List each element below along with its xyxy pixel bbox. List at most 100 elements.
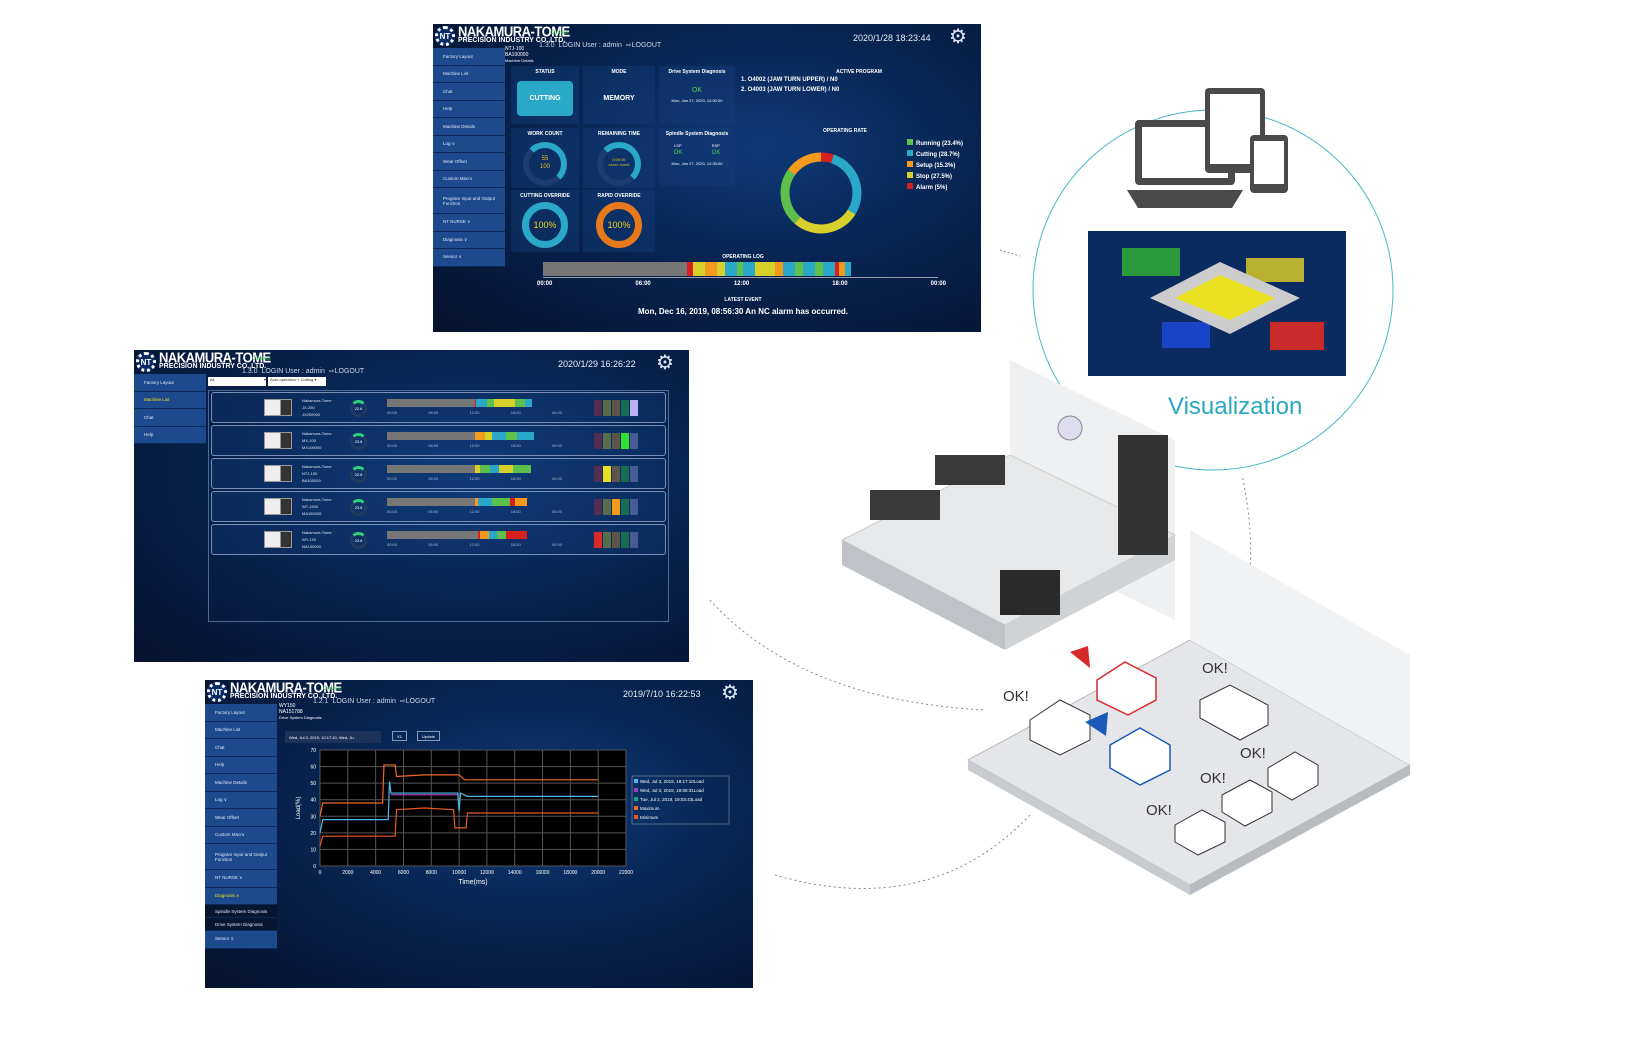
machine-model: WY-150: [302, 537, 317, 542]
status-label: STATUS: [535, 69, 555, 75]
lsp-label: LSP: [674, 143, 682, 148]
timeline-tick: 00:00: [387, 509, 398, 514]
sidebar-item[interactable]: Program Input and Output Function: [205, 844, 277, 870]
filter-select[interactable]: All▾: [208, 377, 266, 386]
gear-icon[interactable]: ⚙: [721, 682, 739, 704]
sidebar-item[interactable]: Wear Offset: [433, 153, 505, 171]
ok-label: OK!: [1240, 745, 1266, 762]
sidebar-item[interactable]: NT NURSE ∨: [433, 214, 505, 232]
sidebar-item[interactable]: Help: [205, 757, 277, 774]
version: 1.2.1: [313, 698, 329, 705]
sidebar-item[interactable]: Help: [134, 427, 206, 444]
machine-alarm: [1096, 661, 1157, 716]
sidebar-item[interactable]: Machine Details: [433, 118, 505, 136]
gear-icon[interactable]: ⚙: [949, 26, 967, 48]
legend-item: Alarm (5%): [907, 183, 963, 194]
sidebar-item[interactable]: Chat: [134, 409, 206, 427]
sidebar-item[interactable]: Help: [433, 101, 505, 118]
sidebar-item[interactable]: Diagnosis ∧: [205, 888, 277, 905]
log-tick: 00:00: [537, 281, 553, 287]
sidebar-item[interactable]: Log ∨: [433, 136, 505, 153]
machine-maker: Nakamura-Tome: [302, 398, 332, 403]
sidebar-item[interactable]: Drive System Diagnosis: [205, 918, 277, 931]
rsp-value: OK: [711, 150, 721, 156]
legend-label: Wed, Jul 3, 2019, 18:17:10Load: [640, 779, 704, 784]
sidebar-item[interactable]: Spindle System Diagnosis: [205, 905, 277, 918]
sidebar-item[interactable]: Machine List: [205, 722, 277, 739]
y-tick: 10: [310, 847, 316, 853]
log-segment: [543, 262, 687, 276]
axis-select[interactable]: X1: [392, 731, 407, 741]
status-filter-select[interactable]: Auto operation + Cutting ▾: [268, 377, 326, 386]
sidebar-item[interactable]: Chat: [433, 83, 505, 101]
version: 1.3.0: [539, 42, 555, 49]
sidebar-item[interactable]: Sensor ∨: [205, 931, 277, 949]
sidebar-item[interactable]: Machine List: [433, 66, 505, 83]
sidebar-item[interactable]: Sensor ∨: [433, 249, 505, 267]
logout-link[interactable]: ⇨LOGOUT: [399, 698, 436, 705]
log-segment: [705, 262, 717, 276]
sidebar-item[interactable]: Machine List: [134, 392, 206, 409]
legend-label: Setup (15.3%): [916, 163, 956, 169]
sidebar-item[interactable]: Program Input and Output Function: [433, 188, 505, 214]
signal-tower: [594, 433, 638, 449]
x-tick: 6000: [398, 870, 409, 876]
x-tick: 10000: [452, 870, 466, 876]
active-program-label: ACTIVE PROGRAM: [836, 69, 882, 75]
timeline-tick: 06:00: [428, 410, 439, 415]
work-count-gauge: [523, 142, 567, 186]
timeline-segment: [478, 531, 480, 539]
series-line: [319, 807, 599, 847]
x-tick: 18000: [563, 870, 577, 876]
sidebar-item[interactable]: Log ∨: [205, 792, 277, 809]
ok-label: OK!: [1202, 660, 1228, 677]
sidebar-item[interactable]: Chat: [205, 739, 277, 757]
machine-maker: Nakamura-Tome: [302, 530, 332, 535]
y-tick: 0: [313, 864, 316, 870]
x-tick: 16000: [536, 870, 550, 876]
timeline-tick: 00:00: [387, 476, 398, 481]
signal-lamp: [612, 466, 620, 482]
timeline-tick: 12:00: [469, 443, 480, 448]
log-segment: [823, 262, 835, 276]
timeline-segment: [387, 531, 478, 539]
signal-tower: [594, 499, 638, 515]
spindle-label: Spindle System Diagnosis: [665, 131, 729, 137]
update-button[interactable]: Update: [417, 731, 440, 741]
timeline-segment: [488, 531, 498, 539]
timeline-segment: [497, 531, 506, 539]
sidebar-item[interactable]: Factory Layout: [134, 374, 206, 392]
sidebar-item[interactable]: NT NURSE ∨: [205, 870, 277, 888]
plot-area: [320, 750, 626, 866]
login-user: LOGIN User : admin: [261, 368, 325, 375]
sidebar-item[interactable]: Custom Macro: [433, 171, 505, 188]
legend-swatch: [907, 172, 913, 178]
legend-label: Maximum: [640, 806, 660, 811]
sidebar-item[interactable]: Wear Offset: [205, 809, 277, 827]
logo-mark: NT: [207, 682, 227, 702]
connect-status: Connect: [252, 356, 271, 362]
signal-lamp: [621, 532, 629, 548]
sidebar-item[interactable]: Custom Macro: [205, 827, 277, 844]
operating-rate-gauge: 23.8: [350, 532, 367, 549]
sidebar-item[interactable]: Factory Layout: [433, 48, 505, 66]
timeline-segment: [476, 399, 487, 407]
sidebar-item[interactable]: Factory Layout: [205, 704, 277, 722]
sidebar-item[interactable]: Diagnosis ∨: [433, 232, 505, 249]
sidebar-item[interactable]: Machine Details: [205, 774, 277, 792]
logout-link[interactable]: ⇨LOGOUT: [328, 368, 365, 375]
timeline-tick: 18:00: [510, 509, 521, 514]
gear-icon[interactable]: ⚙: [656, 352, 674, 374]
date-range-input[interactable]: Wed, Jul 3, 2019, 10:17:10, Wed, Ju: [285, 731, 381, 743]
legend-swatch: [907, 150, 913, 156]
logout-link[interactable]: ⇨LOGOUT: [625, 42, 662, 49]
